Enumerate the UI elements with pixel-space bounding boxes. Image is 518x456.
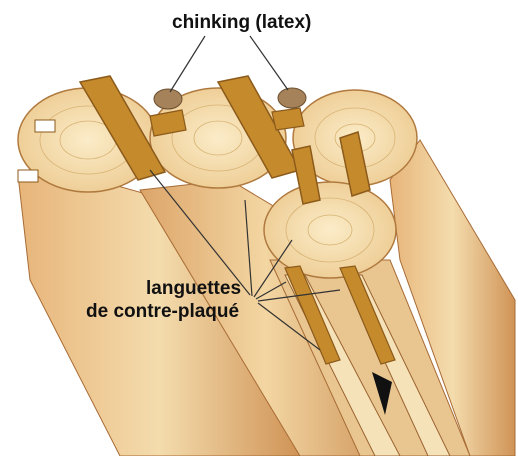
languettes-label-line2: de contre-plaqué — [86, 301, 239, 323]
left-notch-2 — [18, 170, 38, 182]
plywood-spline-6 — [272, 108, 304, 130]
chinking-label: chinking (latex) — [172, 12, 311, 34]
languettes-label-line1: languettes — [146, 278, 241, 300]
chinking-blob-2 — [278, 88, 306, 108]
left-notch-1 — [35, 120, 55, 132]
chinking-blob-1 — [154, 89, 182, 109]
lower-log-end — [264, 182, 396, 278]
